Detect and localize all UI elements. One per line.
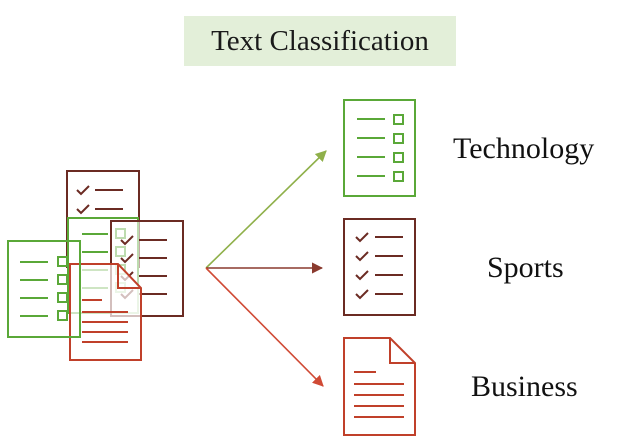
stack-business-doc (69, 263, 142, 361)
diagram-title: Text Classification (184, 16, 456, 66)
label-sports: Sports (487, 251, 564, 284)
label-technology: Technology (453, 132, 595, 165)
stack-tech-doc-front (7, 240, 81, 338)
arrow-to-business (205, 267, 324, 387)
document-text-page-icon (343, 337, 416, 436)
label-business: Business (471, 370, 578, 403)
arrow-to-technology (205, 150, 327, 269)
document-checkmark-list-icon (343, 218, 416, 316)
classification-arrows (205, 150, 327, 387)
stacked-documents-icon (7, 170, 184, 361)
document-checkbox-list-icon (343, 99, 416, 197)
